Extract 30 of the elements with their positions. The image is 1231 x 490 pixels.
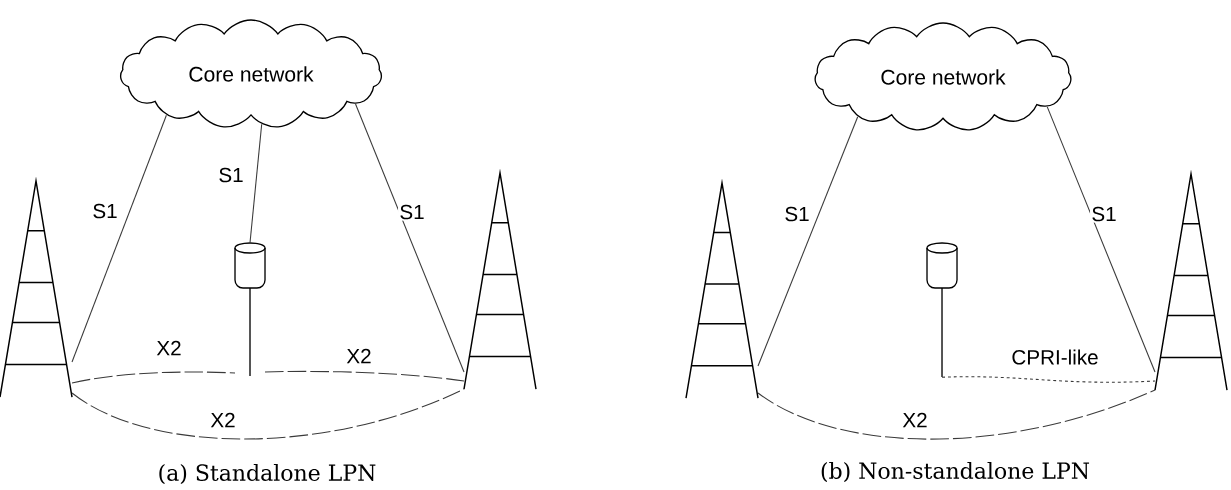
edge-label: X2 [901,411,929,429]
link-line [1046,106,1156,373]
antenna [926,242,958,378]
cloud: Core network [814,22,1072,131]
edge-label: S1 [217,166,245,184]
dotted-link [941,376,1156,383]
edge-label: S1 [1090,205,1118,223]
edge-label: X2 [155,339,183,357]
dashed-link [264,370,465,382]
edge-label: X2 [345,347,373,365]
edge-label: CPRI-like [1010,348,1100,366]
radio-tower [0,176,73,398]
dashed-link [757,389,1156,440]
edge-label: S1 [398,203,426,221]
antenna [234,242,266,377]
link-line [757,116,859,367]
edge-label: X2 [209,411,237,429]
radio-tower [685,178,759,399]
dashed-link [71,371,236,384]
link-line [355,103,465,373]
subfigure-caption: (a) Standalone LPN [159,463,376,485]
edge-label: S1 [91,202,119,220]
radio-tower [463,168,537,390]
radio-tower [1154,169,1228,391]
edge-label: S1 [783,205,811,223]
link-line [71,114,167,363]
subfigure-caption: (b) Non-standalone LPN [821,461,1090,483]
dashed-link [71,388,465,440]
cloud: Core network [120,19,382,128]
link-line [249,123,263,244]
